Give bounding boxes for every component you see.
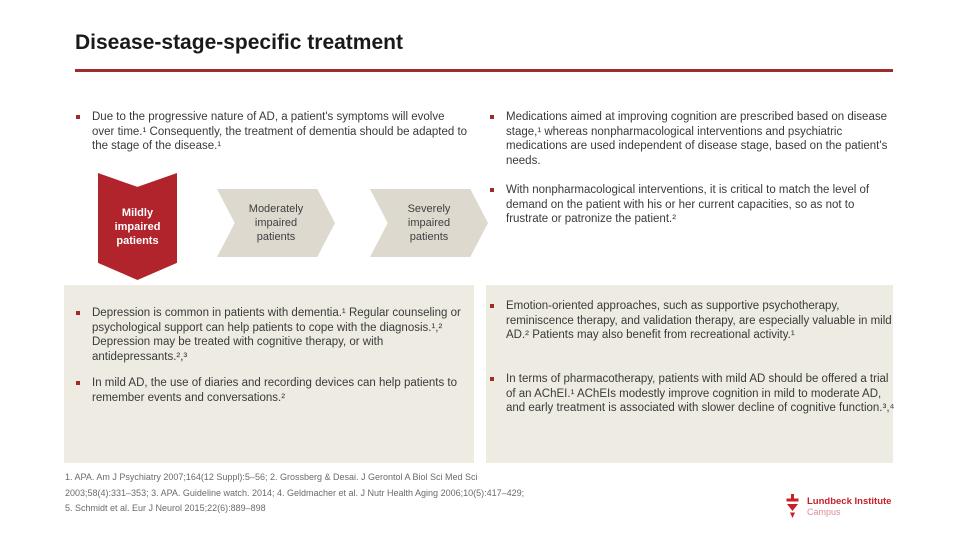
logo-text: Lundbeck Institute Campus — [807, 496, 891, 517]
logo-name: Lundbeck Institute — [807, 496, 892, 507]
bullet-item: Medications aimed at improving cognition… — [490, 110, 896, 168]
left-highlight-panel — [64, 285, 474, 463]
references: 1. APA. Am J Psychiatry 2007;164(12 Supp… — [65, 470, 705, 517]
stage-chevron-moderate: Moderately impaired patients — [217, 189, 335, 257]
bullet-square-icon — [490, 304, 494, 308]
bullet-item: Due to the progressive nature of AD, a p… — [76, 110, 468, 154]
reference-line: 5. Schmidt et al. Eur J Neurol 2015;22(6… — [65, 503, 266, 514]
logo-campus: Campus — [807, 507, 841, 517]
bullet-item: In terms of pharmacotherapy, patients wi… — [490, 372, 896, 416]
bullet-square-icon — [76, 115, 80, 119]
lundbeck-star-icon — [786, 494, 799, 518]
bullet-text: With nonpharmacological interventions, i… — [506, 184, 870, 226]
right-highlight-panel — [486, 285, 893, 463]
reference-line: 2003;58(4):331–353; 3. APA. Guideline wa… — [65, 487, 525, 498]
bullet-text: Depression is common in patients with de… — [92, 307, 461, 363]
bullet-item: Emotion-oriented approaches, such as sup… — [490, 299, 896, 343]
title-underline — [75, 69, 893, 72]
bullet-item: In mild AD, the use of diaries and recor… — [76, 376, 468, 405]
bullet-text: In mild AD, the use of diaries and recor… — [92, 377, 458, 404]
bullet-text: In terms of pharmacotherapy, patients wi… — [506, 373, 895, 415]
reference-line: 1. APA. Am J Psychiatry 2007;164(12 Supp… — [65, 472, 478, 482]
bullet-square-icon — [490, 188, 494, 192]
bullet-square-icon — [76, 381, 80, 385]
bullet-text: Due to the progressive nature of AD, a p… — [92, 111, 468, 153]
bullet-item: With nonpharmacological interventions, i… — [490, 183, 896, 227]
lundbeck-logo: Lundbeck Institute Campus — [784, 494, 891, 519]
bullet-text: Medications aimed at improving cognition… — [506, 111, 888, 167]
bullet-text: Emotion-oriented approaches, such as sup… — [506, 300, 892, 342]
stage-label-severe: Severely impaired patients — [407, 203, 451, 243]
stage-chevron-mild: Mildly impaired patients — [98, 173, 177, 280]
bullet-square-icon — [490, 115, 494, 119]
page-title: Disease-stage-specific treatment — [75, 31, 403, 54]
stage-label-moderate: Moderately impaired patients — [248, 203, 304, 243]
bullet-square-icon — [76, 311, 80, 315]
bullet-item: Depression is common in patients with de… — [76, 306, 468, 364]
bullet-square-icon — [490, 377, 494, 381]
stage-chevron-severe: Severely impaired patients — [370, 189, 488, 257]
stage-label-mild: Mildly impaired patients — [114, 206, 161, 247]
